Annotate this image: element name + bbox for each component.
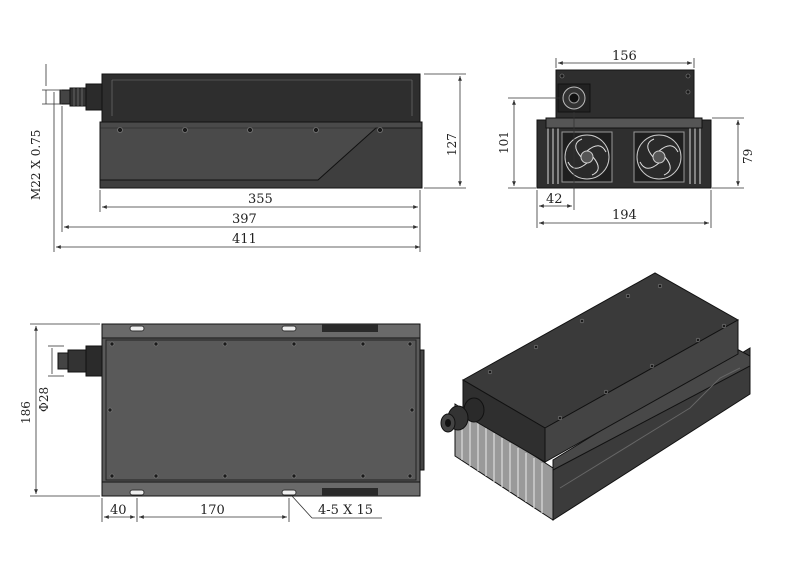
side-height-label: 101 xyxy=(497,131,511,154)
connector-diameter-label: Φ28 xyxy=(37,387,51,412)
thread-label: M22 X 0.75 xyxy=(29,130,43,200)
front-height-label: 127 xyxy=(445,133,459,156)
side-view: 156 101 79 42 194 xyxy=(497,49,755,228)
top-housing xyxy=(105,339,417,481)
slot-spec-label: 4-5 X 15 xyxy=(318,503,373,518)
isometric-view xyxy=(440,272,751,521)
front-connector xyxy=(59,83,103,111)
fan-right-icon xyxy=(633,131,685,183)
length-411-label: 411 xyxy=(232,232,257,247)
top-depth-label: 186 xyxy=(19,401,33,424)
iso-connector xyxy=(440,397,485,433)
side-offset-label: 42 xyxy=(546,192,563,207)
mounting-slots xyxy=(129,325,297,496)
side-width-label: 194 xyxy=(612,208,637,223)
length-355-label: 355 xyxy=(248,192,273,207)
side-fins xyxy=(547,124,701,184)
iso-right-face xyxy=(544,319,739,463)
front-screws xyxy=(117,127,383,133)
side-connector-icon xyxy=(557,83,591,113)
iso-fins xyxy=(461,412,543,513)
length-397-label: 397 xyxy=(232,212,257,227)
front-upper-housing xyxy=(101,73,421,123)
top-view: 186 Φ28 40 170 4-5 X 15 xyxy=(19,323,425,522)
fan-left-icon xyxy=(561,131,613,183)
hole-offset-label: 40 xyxy=(110,503,127,518)
front-view: M22 X 0.75 127 355 397 411 xyxy=(29,64,466,252)
top-connector xyxy=(57,345,103,377)
side-fin-height-label: 79 xyxy=(741,149,755,164)
side-width-top-label: 156 xyxy=(612,49,637,64)
top-screws xyxy=(107,341,415,479)
hole-spacing-label: 170 xyxy=(200,503,225,518)
iso-screws xyxy=(487,283,727,421)
